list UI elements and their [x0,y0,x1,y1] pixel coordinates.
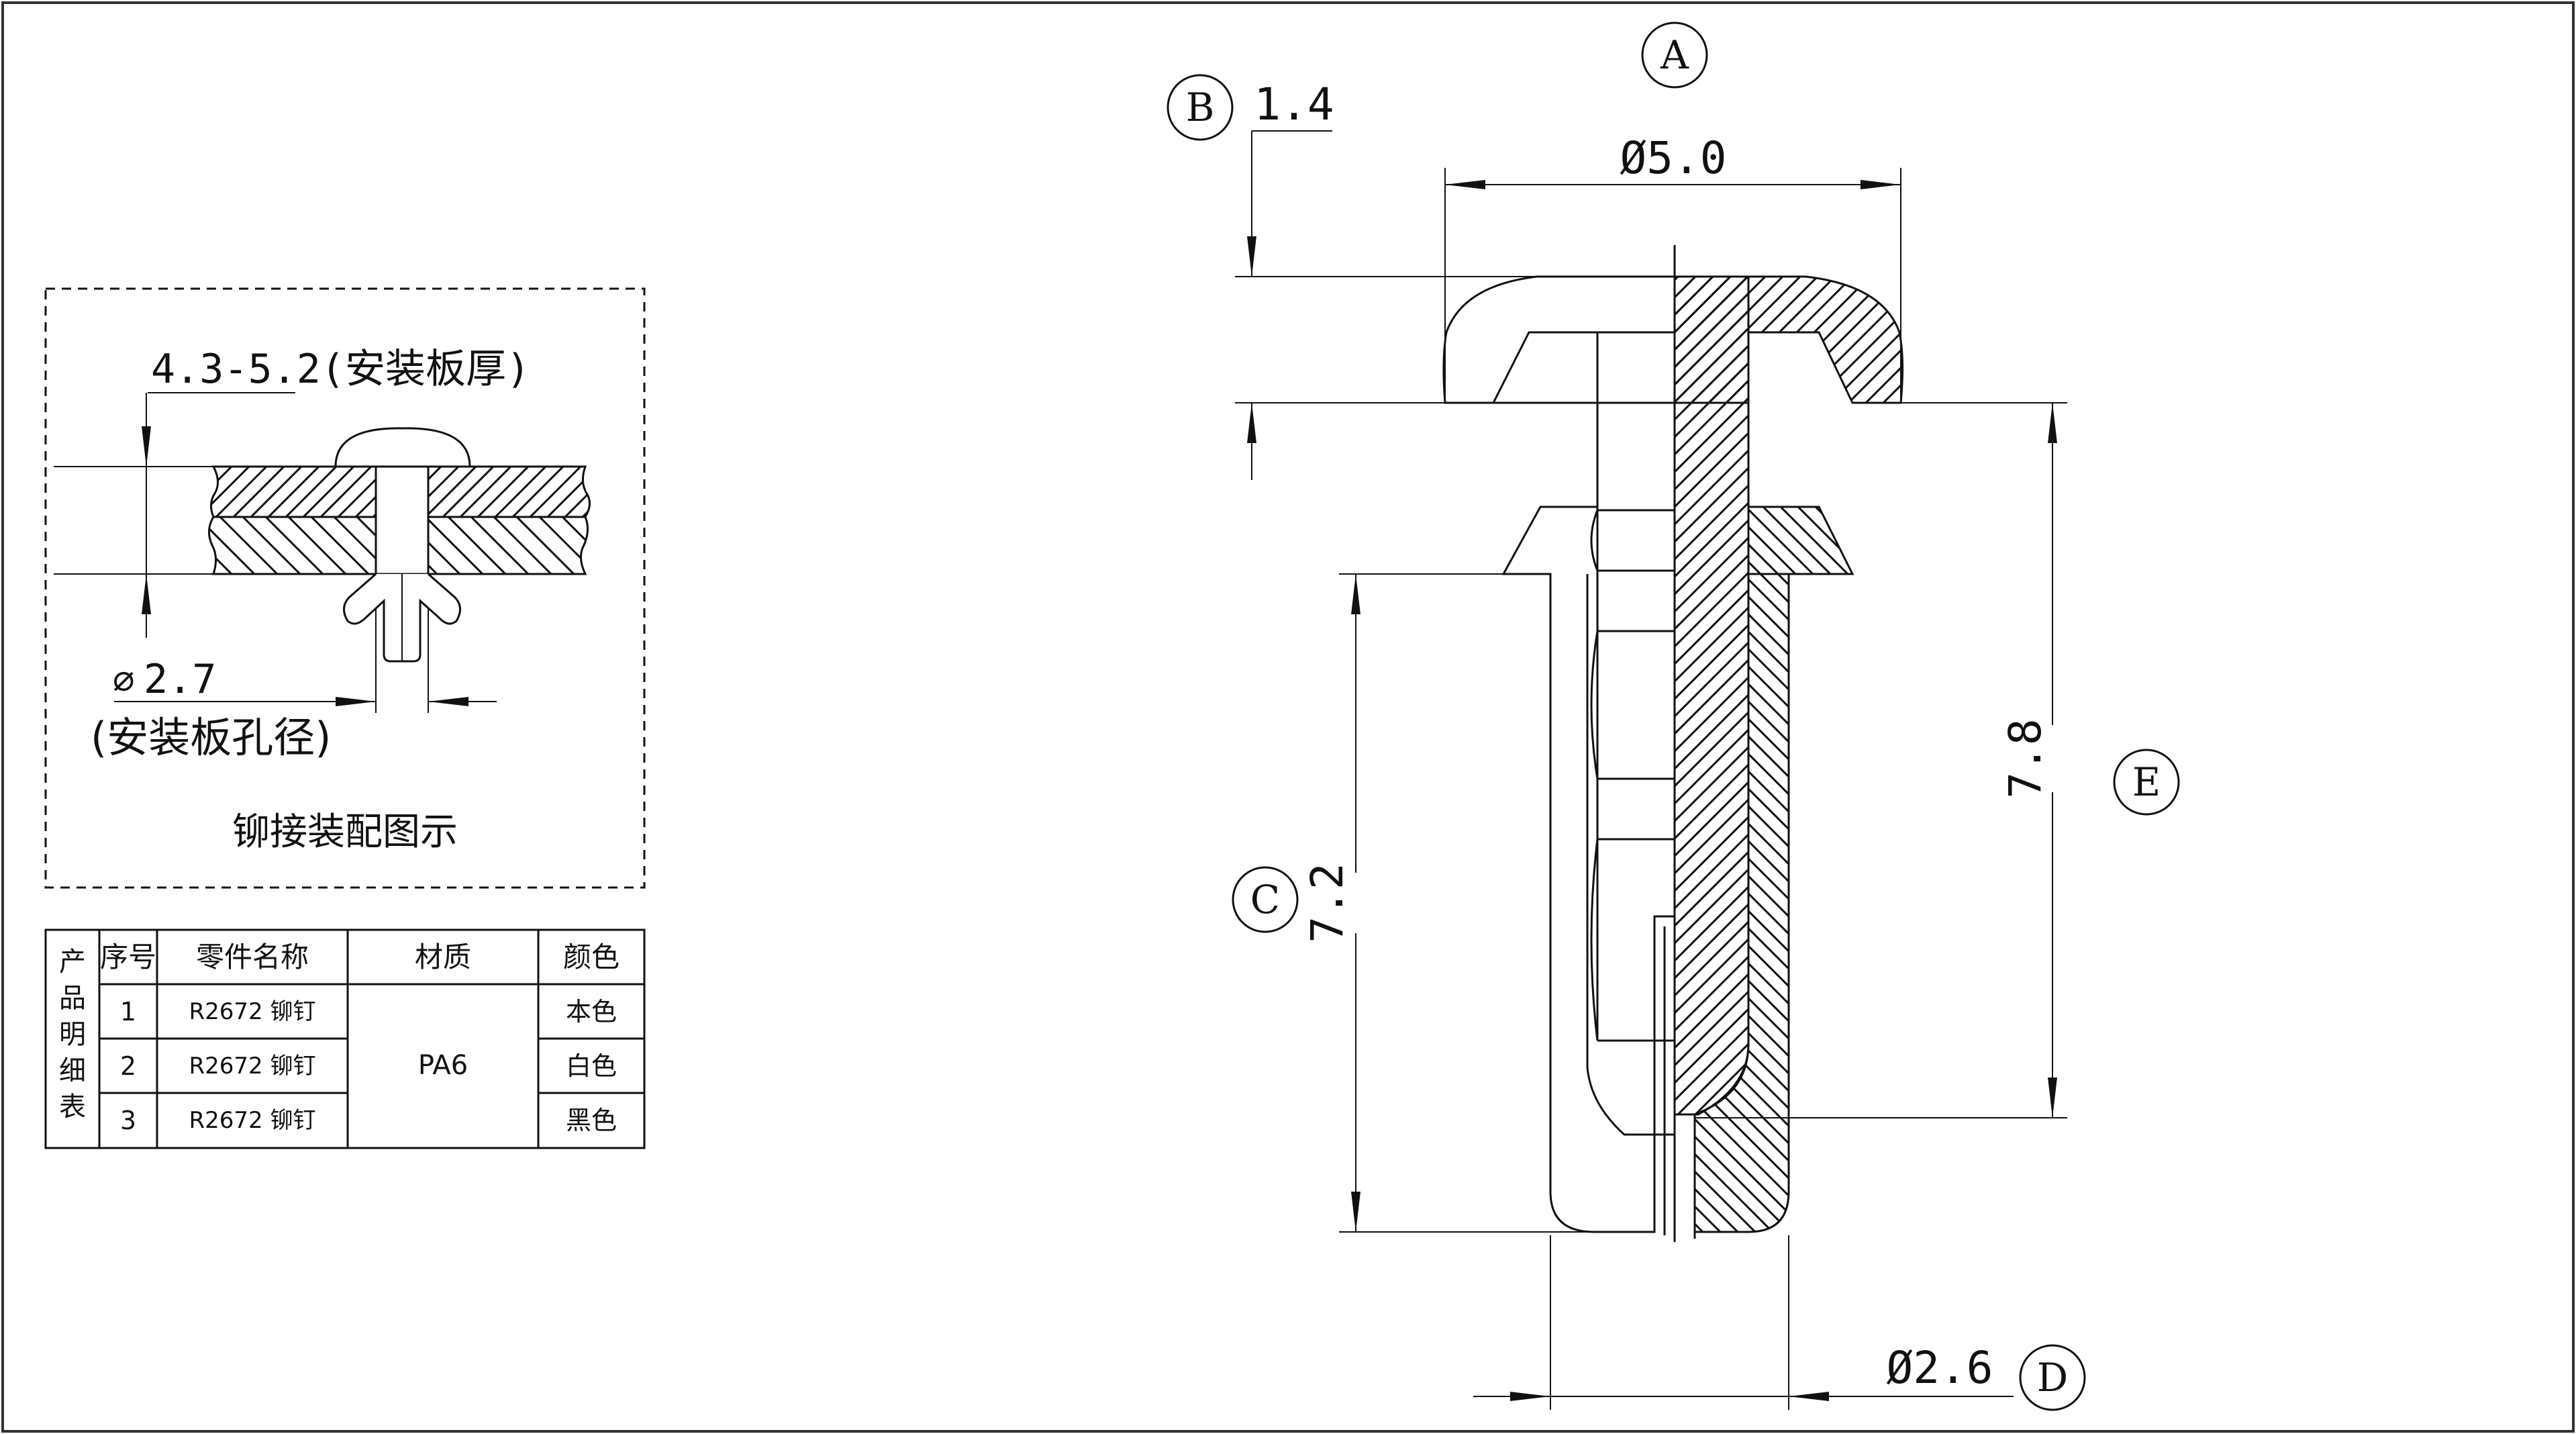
grip-length-dim: 7.2 [1301,863,1353,943]
callout-c: C [1232,866,1299,933]
callout-a: A [1641,21,1708,89]
svg-text:A: A [1660,32,1689,78]
rivet-head-small [334,427,471,468]
bom-row-3-color: 黑色 [566,1106,617,1135]
svg-text:D: D [2037,1355,2069,1400]
callout-e: E [2113,749,2180,816]
rivet-section-view: Ø5.0 1.4 7.2 7.8 Ø2.6 A [1167,21,2180,1411]
assembly-detail: 4.3-5.2(安装板厚) ⌀ 2.7 (安装板孔径) 铆接装配图示 [44,287,646,889]
head-thickness-dim: 1.4 [1254,79,1334,130]
bom-row-1-no: 1 [120,997,136,1026]
rivet-shank-small [375,465,430,575]
bom-side-5: 表 [59,1092,86,1122]
callout-b: B [1167,74,1234,141]
bom-side-2: 品 [59,983,86,1014]
hole-diameter-prefix: ⌀ [113,659,135,702]
bom-side-3: 明 [59,1019,86,1050]
shank-diameter-dim: Ø2.6 [1887,1342,1993,1394]
bom-row-3-no: 3 [120,1106,136,1135]
svg-text:B: B [1186,85,1215,130]
bom-row-1-color: 本色 [566,997,617,1026]
upper-plate [210,465,377,518]
bom-row-2-color: 白色 [566,1051,617,1081]
overall-length-dim: 7.8 [1999,718,2051,798]
hole-diameter-label: 2.7 [144,656,216,703]
bom-text: 产 品 明 细 表 序号 零件名称 材质 颜色 1 R2672 铆钉 本色 2 … [59,941,620,1135]
bom-side-4: 细 [59,1055,86,1086]
bom-row-1-name: R2672 铆钉 [189,998,316,1025]
bom-row-2-no: 2 [120,1051,136,1081]
bom-material: PA6 [418,1050,468,1081]
svg-text:C: C [1250,877,1280,922]
hole-diameter-caption: (安装板孔径) [91,713,331,762]
bom-header-color: 颜色 [563,941,620,973]
lower-plate [208,516,377,575]
bom-row-3-name: R2672 铆钉 [189,1107,316,1134]
bom-side-1: 产 [59,947,86,977]
sleeve-right-section [1693,506,1854,1233]
svg-text:E: E [2132,759,2161,805]
sleeve-left-outline [1501,506,1675,1233]
bom-header-material: 材质 [415,941,471,973]
head-left-outline [1442,275,1675,404]
upper-plate-right [427,465,591,518]
callout-d: D [2019,1344,2086,1411]
panel-thickness-label: 4.3-5.2(安装板厚) [151,346,530,393]
assembly-caption: 铆接装配图示 [232,810,458,854]
head-diameter-dim: Ø5.0 [1620,132,1727,184]
assembly-frame [44,287,646,889]
lower-plate-right [427,516,589,575]
bom-table [44,928,646,1149]
bom-header-name: 零件名称 [196,941,309,973]
bom-row-2-name: R2672 铆钉 [189,1053,316,1080]
bom-header-no: 序号 [100,941,156,973]
